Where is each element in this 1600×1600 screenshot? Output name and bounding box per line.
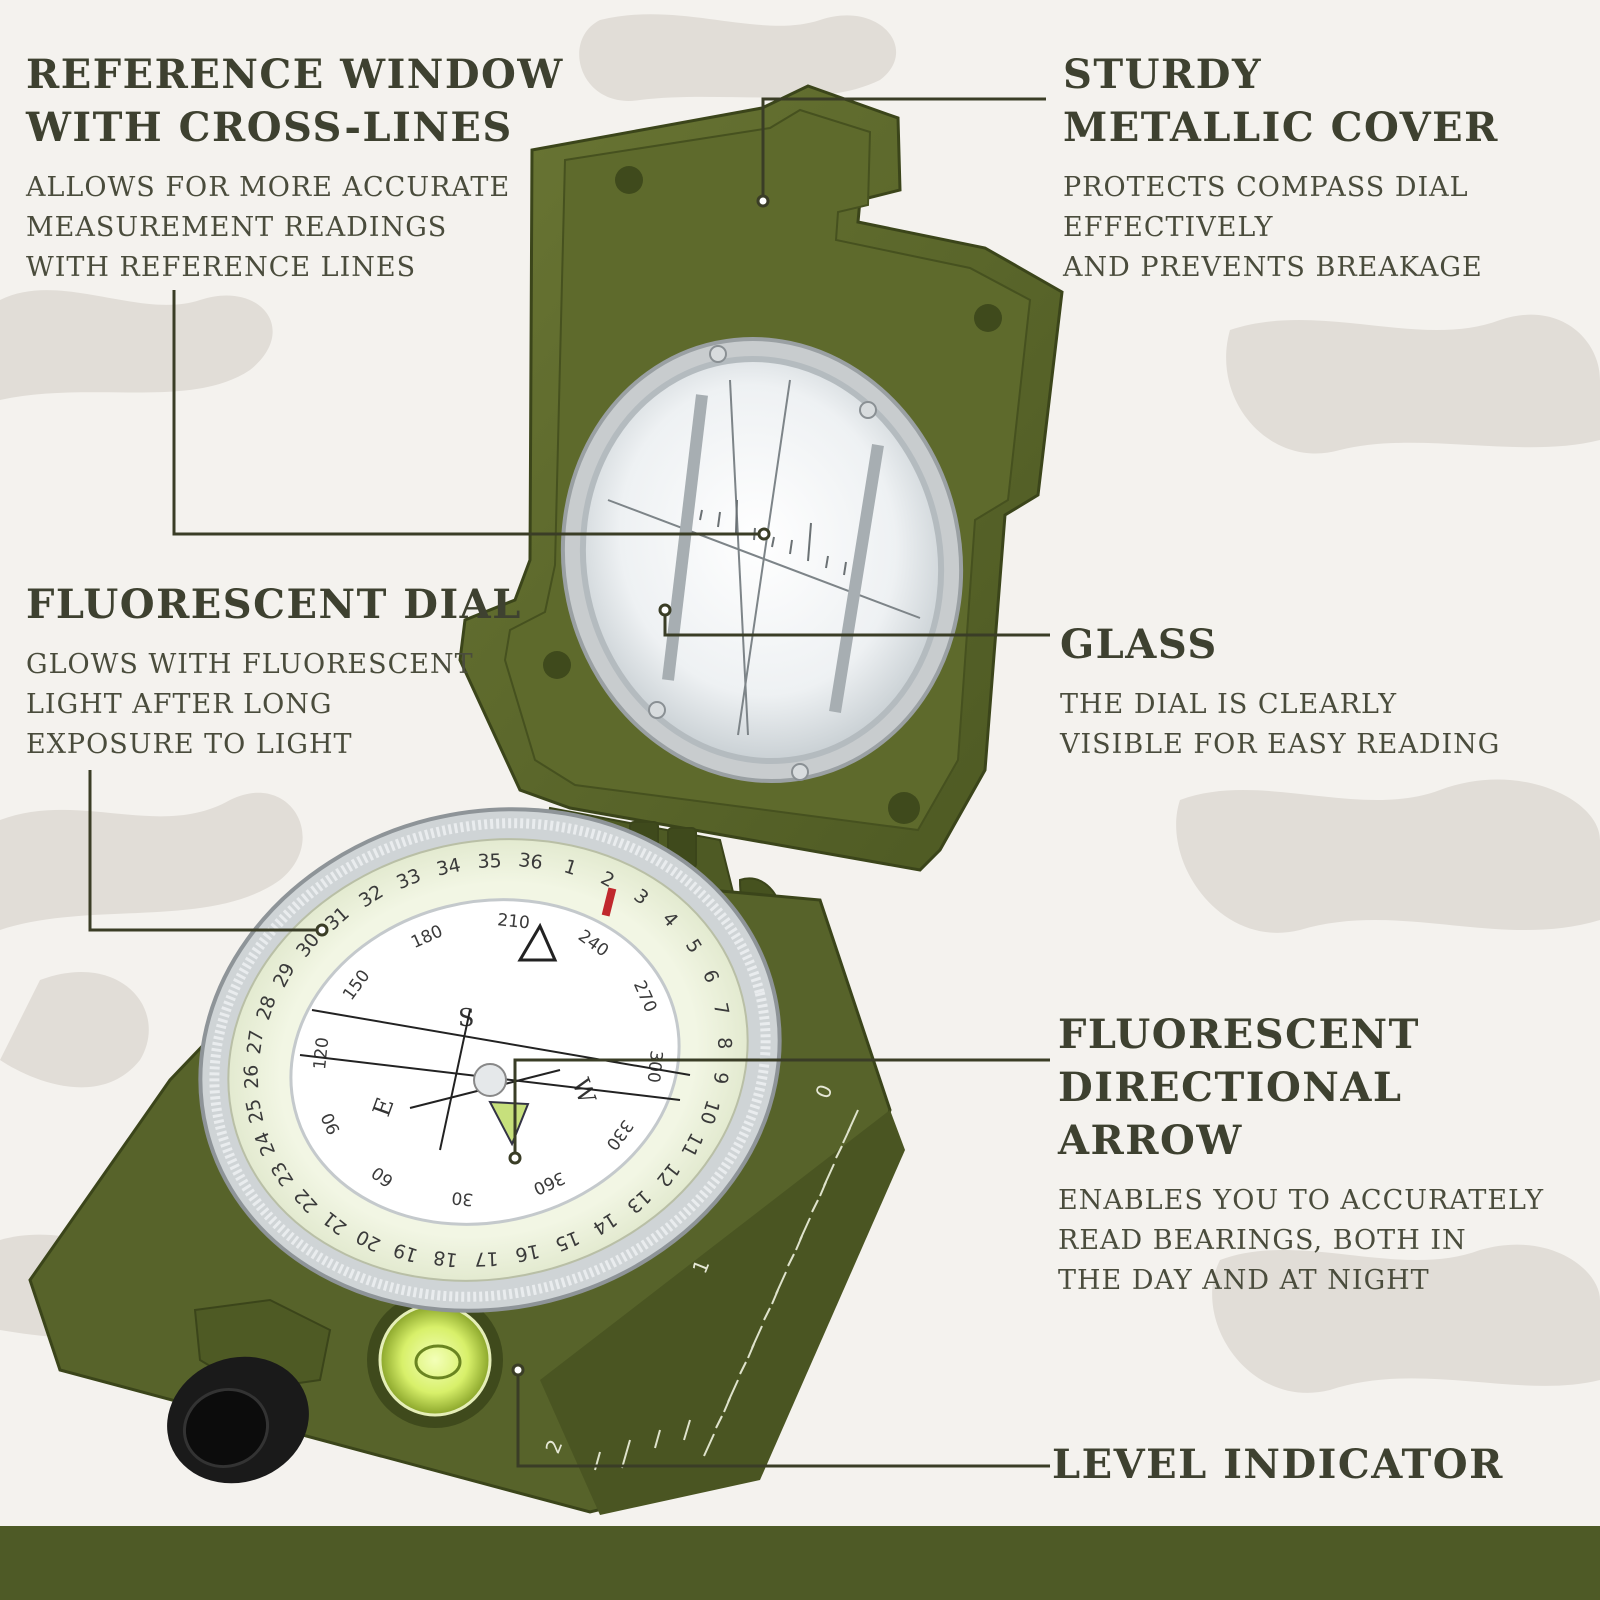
glass-scale-ticks (699, 499, 847, 576)
callout-title: GLASS (1060, 618, 1580, 671)
compass-lid (458, 84, 1064, 872)
callout-title: LEVEL INDICATOR (1052, 1438, 1572, 1491)
title-line: STURDY (1063, 51, 1263, 98)
desc-line: THE DAY AND AT NIGHT (1058, 1265, 1430, 1296)
dial-ring-label: 7 (709, 1001, 733, 1017)
callout-fluorescent-dial: FLUORESCENT DIAL GLOWS WITH FLUORESCENT … (26, 578, 546, 765)
index-triangle (517, 922, 558, 962)
title-line: REFERENCE WINDOW (26, 51, 564, 98)
callout-directional-arrow: FLUORESCENT DIRECTIONAL ARROW ENABLES YO… (1058, 1008, 1598, 1301)
desc-line: PROTECTS COMPASS DIAL (1063, 172, 1469, 203)
dial-ring-label: 18 (432, 1246, 459, 1271)
leader-cover (761, 97, 1046, 201)
dial-ring-label: 8 (713, 1037, 735, 1050)
callout-reference-window: REFERENCE WINDOW WITH CROSS-LINES ALLOWS… (26, 48, 586, 288)
dial-ring-label: 16 (513, 1239, 541, 1266)
leader-level (516, 1370, 1050, 1468)
glass-slit-frames (662, 394, 884, 713)
dial-inner-label: 300 (643, 1049, 666, 1083)
dial-ring-label: 9 (709, 1070, 732, 1085)
desc-line: WITH REFERENCE LINES (26, 252, 417, 283)
focus-knob (167, 1356, 309, 1484)
dial-inner-label: 210 (496, 910, 530, 933)
callout-title: STURDY METALLIC COVER (1063, 48, 1583, 154)
desc-line: LIGHT AFTER LONG (26, 689, 333, 720)
dial-ring-label: 17 (474, 1247, 499, 1270)
dial-ring-label: 25 (242, 1097, 269, 1125)
callout-description: PROTECTS COMPASS DIAL EFFECTIVELY AND PR… (1063, 168, 1583, 288)
callout-metallic-cover: STURDY METALLIC COVER PROTECTS COMPASS D… (1063, 48, 1583, 288)
title-line: FLUORESCENT DIAL (26, 581, 522, 628)
leader-dots (315, 194, 771, 1377)
desc-line: ALLOWS FOR MORE ACCURATE (26, 172, 511, 203)
title-line: FLUORESCENT (1058, 1011, 1420, 1058)
leader-dial (88, 770, 322, 932)
callout-glass: GLASS THE DIAL IS CLEARLY VISIBLE FOR EA… (1060, 618, 1580, 765)
callout-level-indicator: LEVEL INDICATOR (1052, 1438, 1572, 1491)
callout-description: THE DIAL IS CLEARLY VISIBLE FOR EASY REA… (1060, 685, 1580, 765)
glass-crosslines (607, 379, 921, 736)
dial-ring-label: 34 (434, 854, 462, 881)
desc-line: MEASUREMENT READINGS (26, 212, 448, 243)
north-marker (601, 887, 617, 917)
callout-description: GLOWS WITH FLUORESCENT LIGHT AFTER LONG … (26, 645, 546, 765)
desc-line: VISIBLE FOR EASY READING (1060, 729, 1501, 760)
callout-description: ALLOWS FOR MORE ACCURATE MEASUREMENT REA… (26, 168, 586, 288)
needle-pivot (473, 1063, 507, 1097)
leader-lines (88, 97, 1050, 1468)
dial-inner-label: 30 (451, 1187, 475, 1209)
desc-line: AND PREVENTS BREAKAGE (1063, 252, 1483, 283)
desc-line: THE DIAL IS CLEARLY (1060, 689, 1398, 720)
desc-line: EXPOSURE TO LIGHT (26, 729, 353, 760)
callout-title: REFERENCE WINDOW WITH CROSS-LINES (26, 48, 586, 154)
dial-ring-label: 36 (517, 849, 544, 874)
title-line: METALLIC COVER (1063, 104, 1499, 151)
title-line: LEVEL INDICATOR (1052, 1441, 1504, 1488)
callout-title: FLUORESCENT DIAL (26, 578, 546, 631)
title-line: GLASS (1060, 621, 1218, 668)
bottom-band (0, 1526, 1600, 1600)
desc-line: READ BEARINGS, BOTH IN (1058, 1225, 1467, 1256)
leader-arrow (513, 1058, 1050, 1158)
dial-inner-label: 120 (310, 1036, 333, 1070)
dial-ring-label: 27 (243, 1029, 268, 1056)
leader-reference (172, 290, 764, 536)
title-line: DIRECTIONAL ARROW (1058, 1064, 1403, 1164)
directional-arrow (488, 1100, 530, 1147)
ruler-ticks (594, 1109, 859, 1471)
dial-ring-label: 26 (240, 1064, 263, 1089)
desc-line: EFFECTIVELY (1063, 212, 1274, 243)
glass-screws (648, 345, 877, 781)
leader-glass (663, 610, 1050, 637)
callout-title: FLUORESCENT DIRECTIONAL ARROW (1058, 1008, 1598, 1167)
title-line: WITH CROSS-LINES (26, 104, 513, 151)
camouflage-pattern (0, 14, 1600, 1393)
desc-line: ENABLES YOU TO ACCURATELY (1058, 1185, 1545, 1216)
level-bubble (378, 1303, 492, 1417)
dial-ring-label: 35 (477, 850, 502, 873)
desc-line: GLOWS WITH FLUORESCENT (26, 649, 474, 680)
callout-description: ENABLES YOU TO ACCURATELY READ BEARINGS,… (1058, 1181, 1598, 1301)
